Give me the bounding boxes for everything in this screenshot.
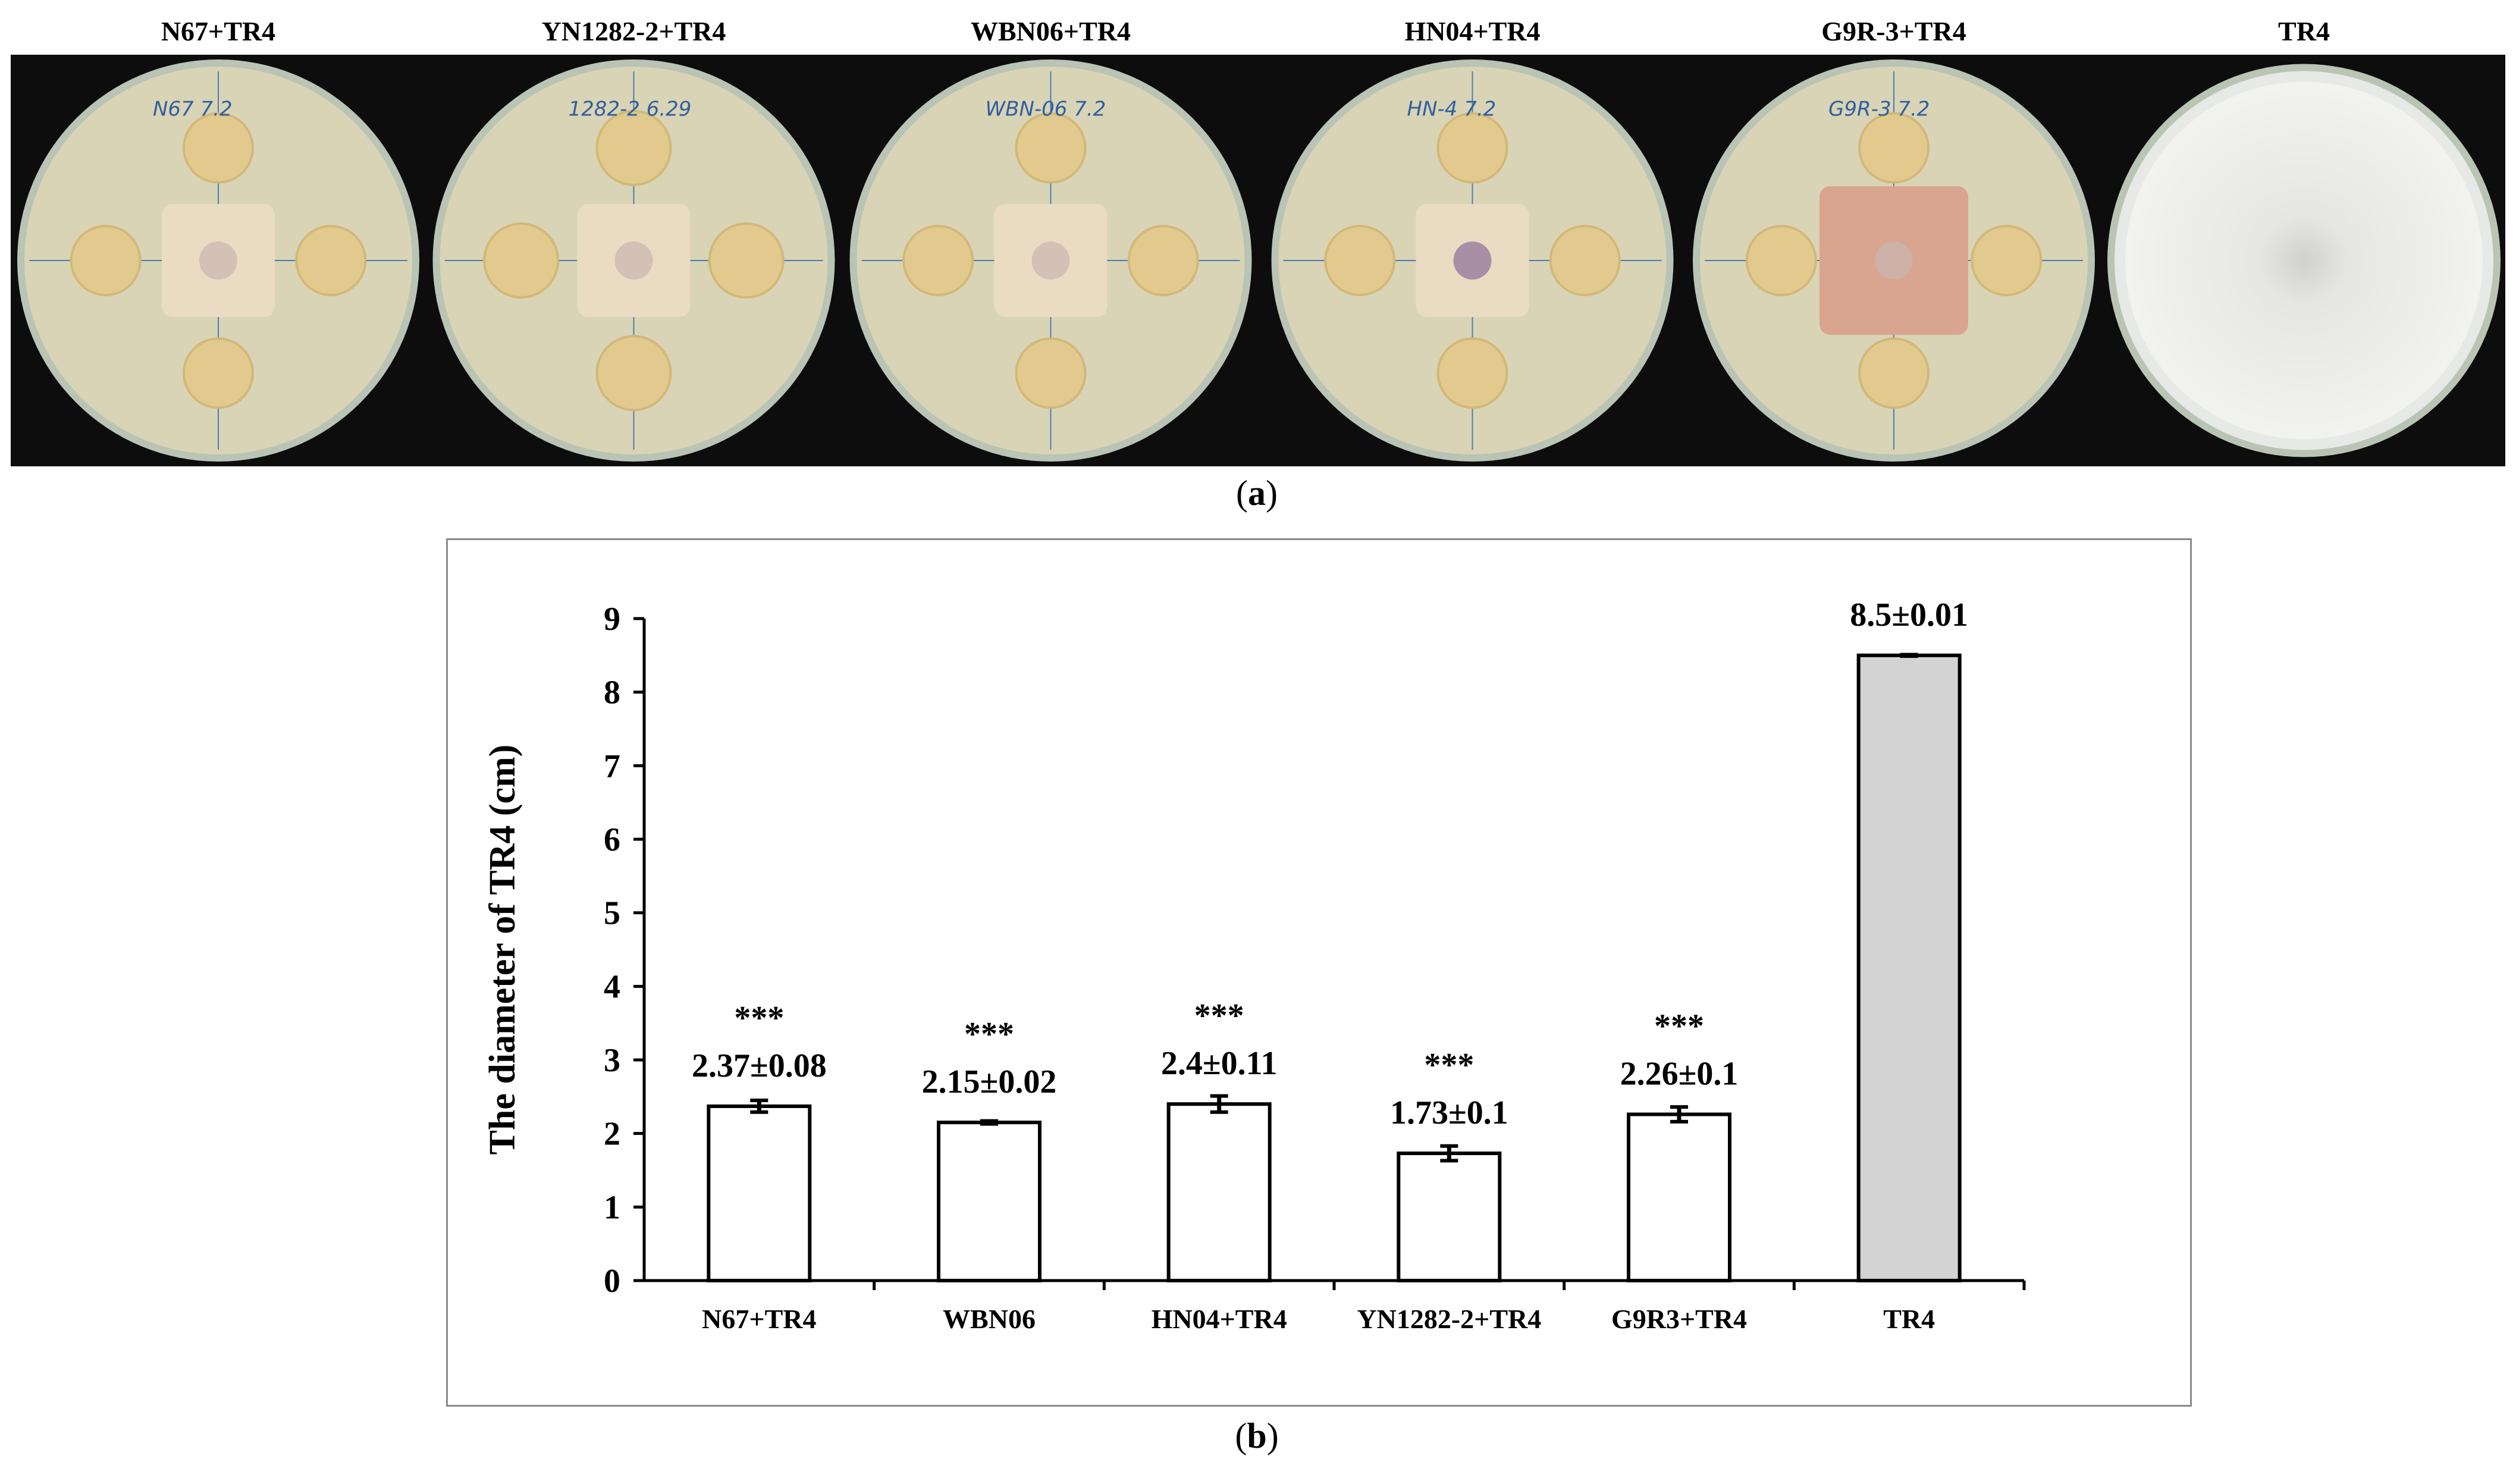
- petri-dish-photo: G9R-3 7.2: [1685, 55, 2103, 466]
- y-tick-label: 0: [604, 1263, 620, 1300]
- colony-center: [1875, 241, 1913, 280]
- bacterial-colony: [1971, 225, 2043, 296]
- bacterial-colony: [902, 225, 974, 296]
- bacterial-colony: [1015, 337, 1087, 409]
- bacterial-colony: [595, 335, 672, 412]
- fungal-lawn: [2125, 81, 2483, 440]
- bacterial-colony: [183, 337, 254, 409]
- y-tick-label: 9: [604, 601, 620, 638]
- petri-dish-image: [2107, 64, 2501, 457]
- plate-label: G9R-3+TR4: [1821, 16, 1966, 46]
- dish-handwriting: 1282-2 6.29: [569, 98, 692, 121]
- plate-label: YN1282-2+TR4: [541, 16, 726, 46]
- x-tick-label: N67+TR4: [702, 1304, 816, 1334]
- x-tick-label: G9R3+TR4: [1611, 1304, 1747, 1334]
- bacterial-colony: [1549, 225, 1621, 296]
- x-tick-label: TR4: [1883, 1304, 1935, 1334]
- plate-label: HN04+TR4: [1404, 16, 1541, 46]
- dish-handwriting: N67 7.2: [153, 98, 233, 121]
- bacterial-colony: [1436, 112, 1508, 184]
- bacterial-colony: [183, 112, 254, 184]
- petri-dish-photo: [2103, 55, 2505, 466]
- petri-dish-image: HN-4 7.2: [1271, 59, 1674, 462]
- bar: [1856, 653, 1962, 1282]
- plate-label: N67+TR4: [161, 16, 276, 46]
- petri-dish-photo: HN-4 7.2: [1260, 55, 1685, 466]
- petri-dish-image: WBN-06 7.2: [849, 59, 1252, 462]
- petri-dish-image: N67 7.2: [17, 59, 419, 462]
- bacterial-colony: [708, 222, 785, 299]
- petri-dish-photo: WBN-06 7.2: [842, 55, 1260, 466]
- data-label: 2.15±0.02: [922, 1063, 1057, 1100]
- bacterial-colony: [1858, 112, 1930, 184]
- plate-label: TR4: [2278, 16, 2330, 46]
- colony-center: [614, 241, 653, 280]
- y-tick-label: 5: [604, 895, 620, 932]
- y-tick-label: 6: [604, 821, 620, 858]
- significance-marker: ***: [1654, 1008, 1704, 1045]
- y-tick-label: 1: [604, 1189, 620, 1226]
- panel-a-caption: (a): [1236, 473, 1278, 513]
- x-tick-label: YN1282-2+TR4: [1357, 1304, 1541, 1334]
- bacterial-colony: [595, 109, 672, 186]
- data-label: 2.4±0.11: [1161, 1045, 1278, 1082]
- bar: [1397, 1152, 1502, 1282]
- bacterial-colony: [1745, 225, 1817, 296]
- bacterial-colony: [295, 225, 367, 296]
- y-tick-label: 8: [604, 674, 620, 711]
- petri-dish-image: G9R-3 7.2: [1693, 59, 2095, 462]
- significance-marker: ***: [1194, 997, 1244, 1034]
- bacterial-colony: [1015, 112, 1087, 184]
- y-tick-label: 7: [604, 748, 620, 785]
- bar: [1627, 1112, 1731, 1282]
- significance-marker: ***: [964, 1016, 1014, 1053]
- data-label: 8.5±0.01: [1850, 597, 1968, 633]
- petri-dish-photo: 1282-2 6.29: [426, 55, 842, 466]
- bacterial-colony: [1127, 225, 1199, 296]
- significance-marker: ***: [734, 1000, 784, 1037]
- petri-dish-image: 1282-2 6.29: [432, 59, 835, 462]
- bacterial-colony: [1324, 225, 1396, 296]
- data-label: 2.37±0.08: [692, 1047, 827, 1084]
- data-label: 2.26±0.1: [1620, 1056, 1739, 1093]
- y-axis-title: The diameter of TR4 (cm): [482, 745, 523, 1155]
- plate-label: WBN06+TR4: [970, 16, 1131, 46]
- panel-b-caption: (b): [1235, 1416, 1279, 1455]
- dish-handwriting: HN-4 7.2: [1407, 98, 1497, 121]
- y-tick-label: 2: [604, 1116, 620, 1153]
- bar: [937, 1121, 1041, 1282]
- colony-center: [199, 241, 237, 280]
- data-label: 1.73±0.1: [1390, 1094, 1508, 1131]
- x-tick-label: WBN06: [943, 1304, 1036, 1334]
- y-tick-label: 3: [604, 1042, 620, 1079]
- bar: [707, 1104, 812, 1282]
- bacterial-colony: [1436, 337, 1508, 409]
- bacterial-colony: [1858, 337, 1930, 409]
- dish-handwriting: G9R-3 7.2: [1828, 98, 1930, 121]
- bacterial-colony: [70, 225, 142, 296]
- x-tick-label: HN04+TR4: [1152, 1304, 1287, 1334]
- petri-dish-photo: N67 7.2: [11, 55, 426, 466]
- y-tick-label: 4: [604, 968, 620, 1005]
- bacterial-colony: [483, 222, 560, 299]
- colony-center: [1031, 241, 1070, 280]
- bar: [1166, 1102, 1272, 1282]
- colony-center: [1453, 241, 1492, 280]
- dish-handwriting: WBN-06 7.2: [986, 98, 1106, 121]
- significance-marker: ***: [1424, 1047, 1474, 1084]
